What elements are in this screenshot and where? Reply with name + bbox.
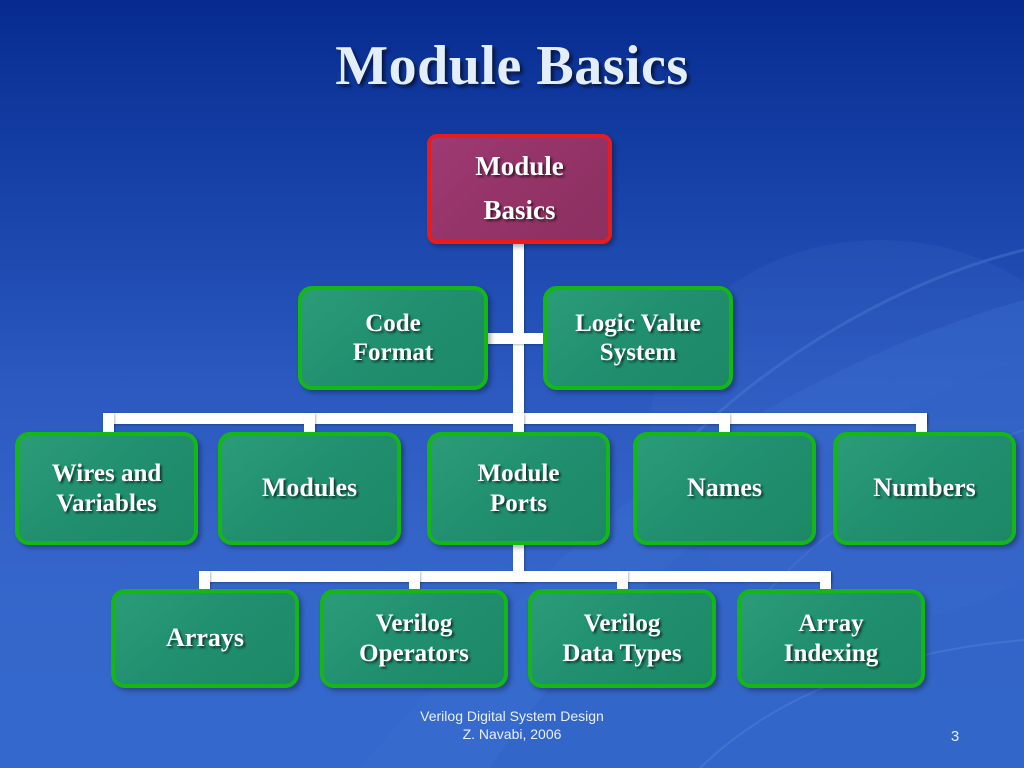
connector-level3-drop-1 — [103, 413, 114, 437]
node-modules[interactable]: Modules — [218, 432, 401, 545]
connector-level4-drop-4 — [820, 571, 831, 593]
node-line: Wires and — [51, 460, 162, 488]
connector-root-trunk — [513, 241, 524, 419]
node-module-basics[interactable]: Module Basics — [427, 134, 612, 244]
connector-level4-bar — [199, 571, 831, 582]
footer-line-2: Z. Navabi, 2006 — [462, 725, 562, 742]
node-line: Indexing — [783, 639, 879, 667]
node-line: Names — [686, 473, 763, 503]
node-line: Numbers — [873, 473, 976, 503]
node-numbers[interactable]: Numbers — [833, 432, 1016, 545]
node-line: Basics — [483, 195, 556, 225]
node-line: Format — [352, 339, 434, 366]
node-arrays[interactable]: Arrays — [111, 589, 299, 688]
node-line: Array — [798, 610, 864, 638]
node-verilog-data-types[interactable]: Verilog Data Types — [528, 589, 716, 688]
connector-level4-drop-3 — [617, 571, 628, 593]
connector-level3-drop-2 — [304, 413, 315, 437]
footer-line-1: Verilog Digital System Design — [420, 708, 604, 724]
node-wires-and-variables[interactable]: Wires and Variables — [15, 432, 198, 545]
connector-module-ports-stem — [513, 540, 524, 582]
connector-level3-drop-5 — [916, 413, 927, 437]
node-module-ports[interactable]: Module Ports — [427, 432, 610, 545]
node-line: Variables — [56, 489, 157, 517]
page-title: Module Basics — [335, 35, 689, 97]
node-array-indexing[interactable]: Array Indexing — [737, 589, 925, 688]
node-verilog-operators[interactable]: Verilog Operators — [320, 589, 508, 688]
connector-level3-drop-4 — [719, 413, 730, 437]
node-line: Ports — [490, 489, 547, 517]
connector-level4-drop-2 — [409, 571, 420, 593]
node-logic-value-system[interactable]: Logic Value System — [543, 286, 733, 390]
connector-level3-drop-3 — [513, 413, 524, 437]
node-line: Module — [477, 460, 560, 488]
node-line: Modules — [261, 473, 358, 503]
connector-level4-drop-1 — [199, 571, 210, 593]
node-line: System — [599, 339, 677, 366]
node-line: Code — [365, 309, 421, 337]
node-line: Data Types — [562, 639, 682, 667]
node-line: Verilog — [375, 610, 453, 638]
page-number: 3 — [950, 728, 960, 745]
node-line: Operators — [359, 639, 469, 667]
node-line: Arrays — [166, 623, 244, 653]
connector-level2-crossbar — [481, 333, 550, 344]
node-code-format[interactable]: Code Format — [298, 286, 488, 390]
node-line: Module — [475, 151, 564, 182]
node-names[interactable]: Names — [633, 432, 816, 545]
footer: Verilog Digital System Design Z. Navabi,… — [0, 708, 1024, 743]
node-line: Logic Value — [575, 309, 701, 337]
node-line: Verilog — [583, 610, 661, 638]
